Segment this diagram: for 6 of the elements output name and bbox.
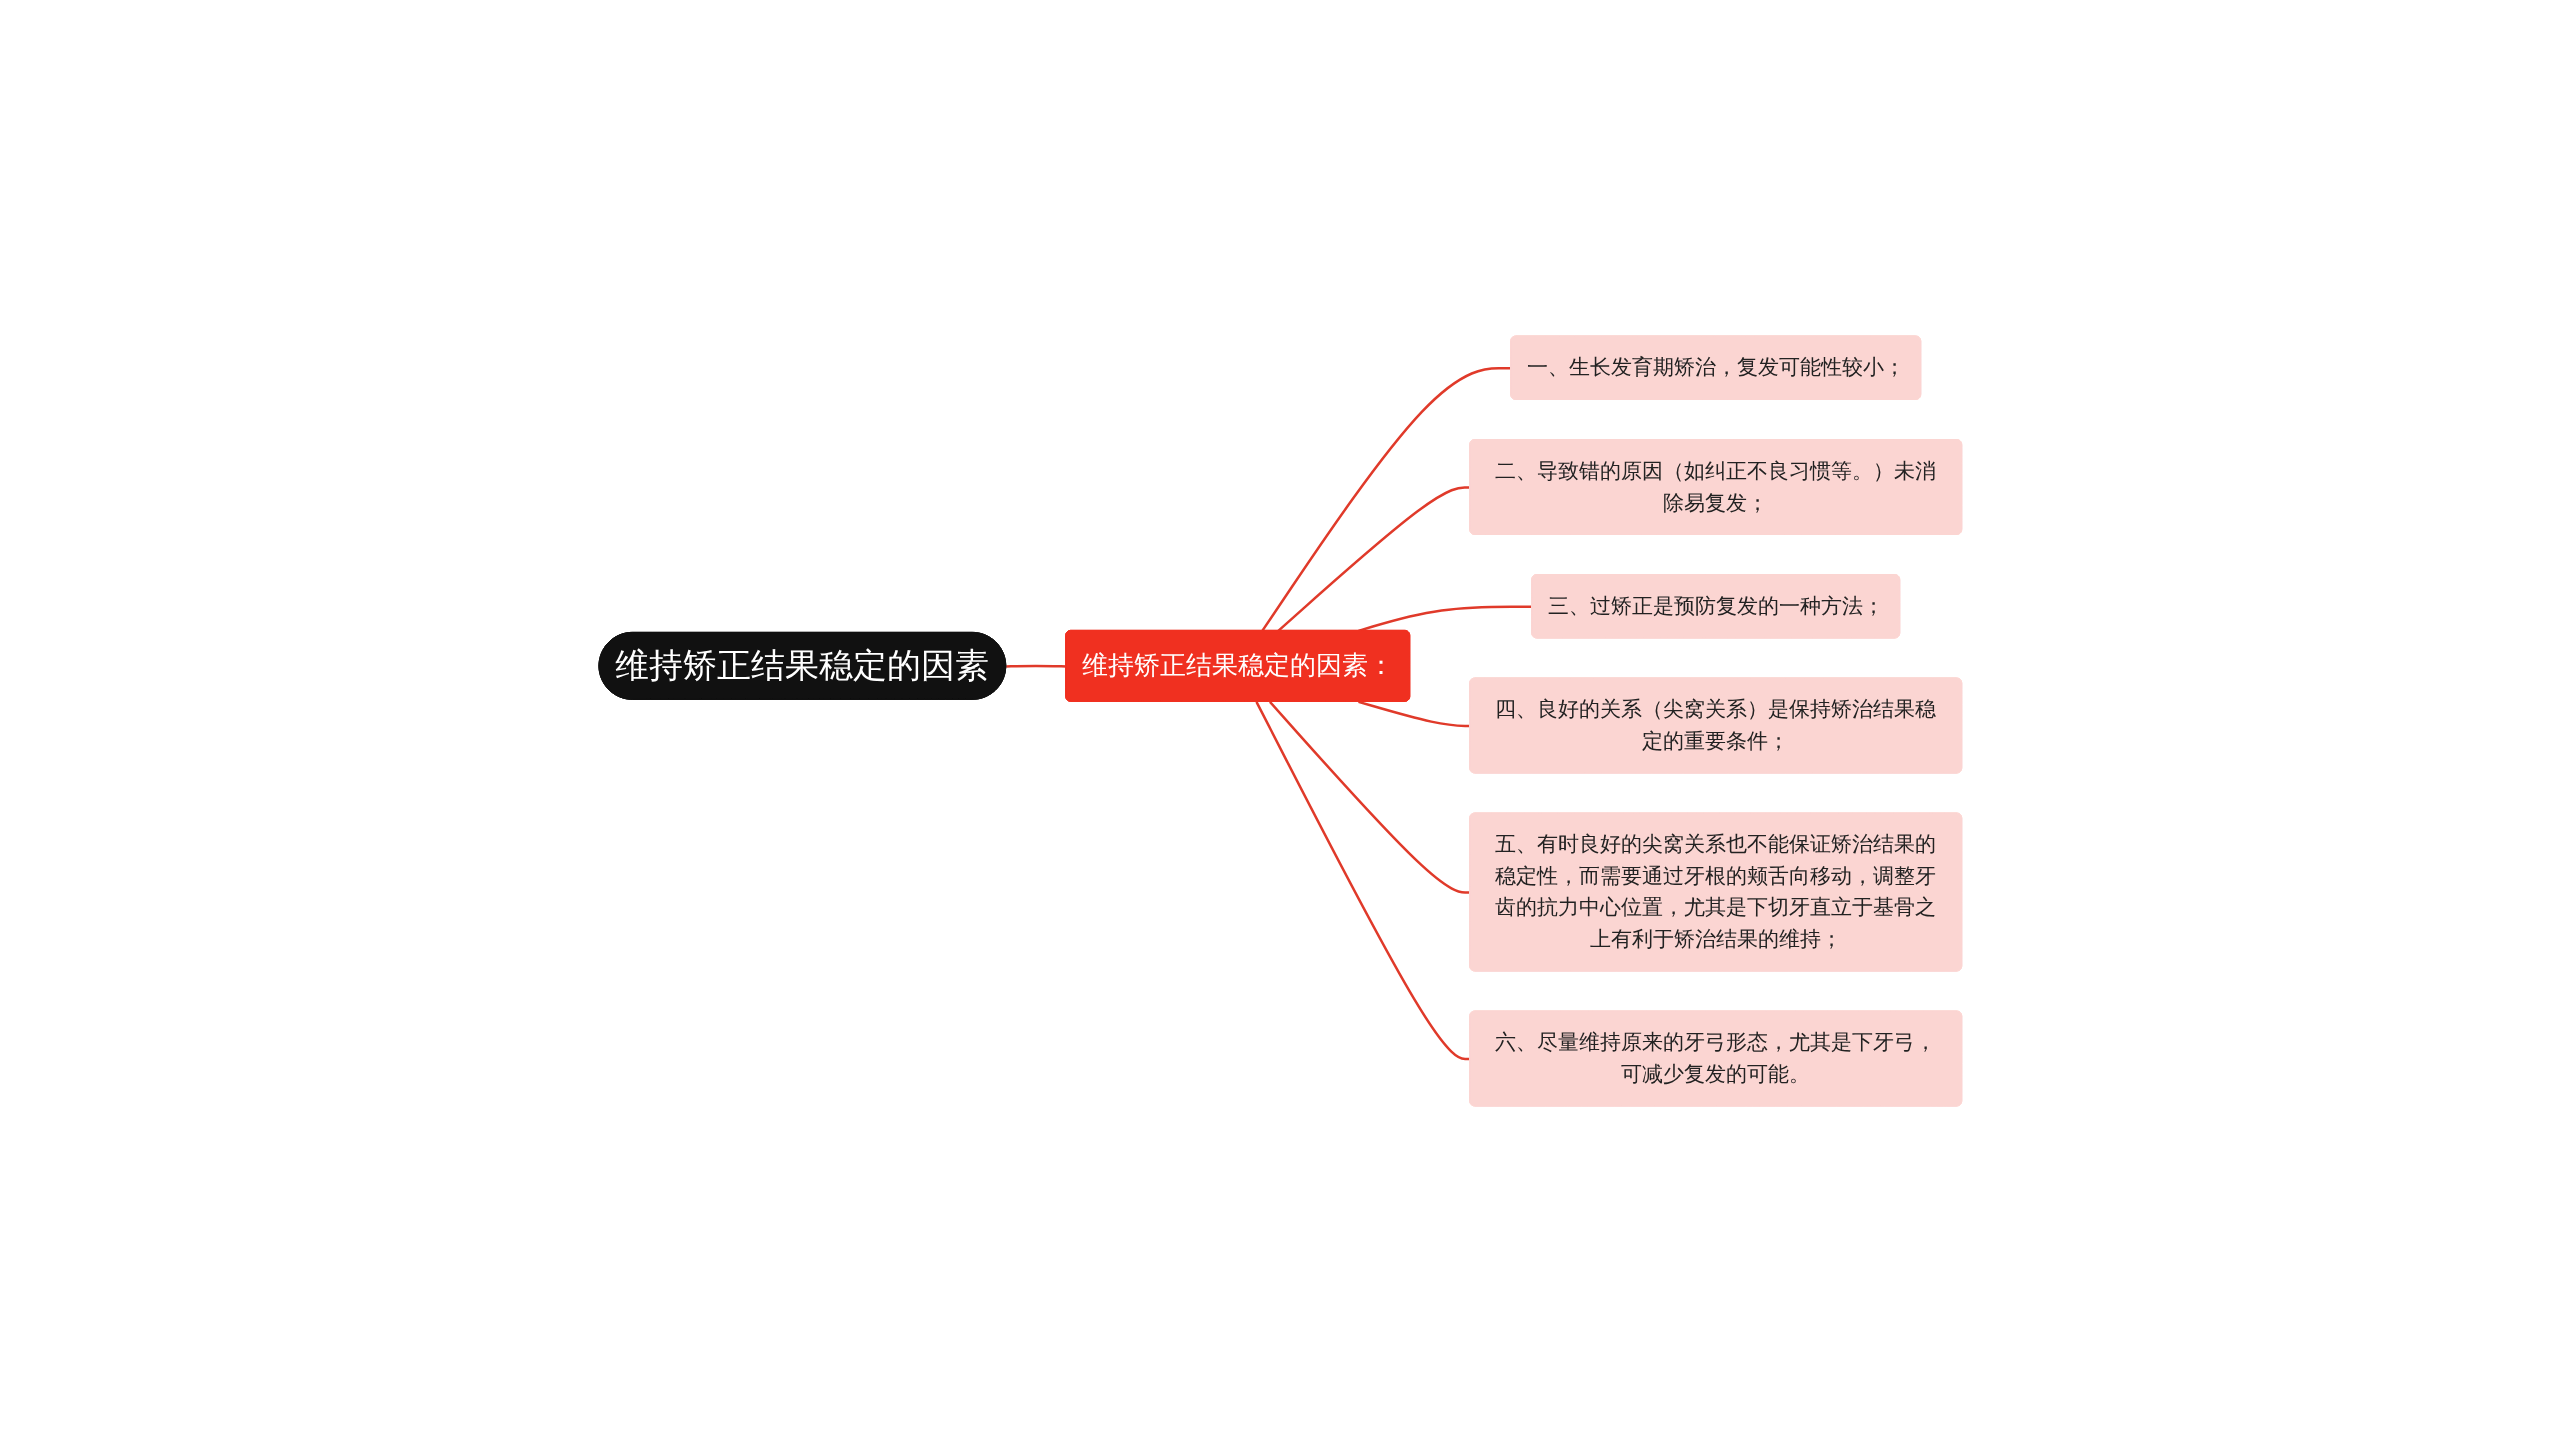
connector: [1277, 486, 1470, 632]
connector: [1255, 701, 1470, 1061]
connector: [1357, 700, 1470, 728]
connector: [1260, 366, 1511, 632]
connector: [1005, 664, 1066, 668]
connector: [1268, 701, 1470, 894]
